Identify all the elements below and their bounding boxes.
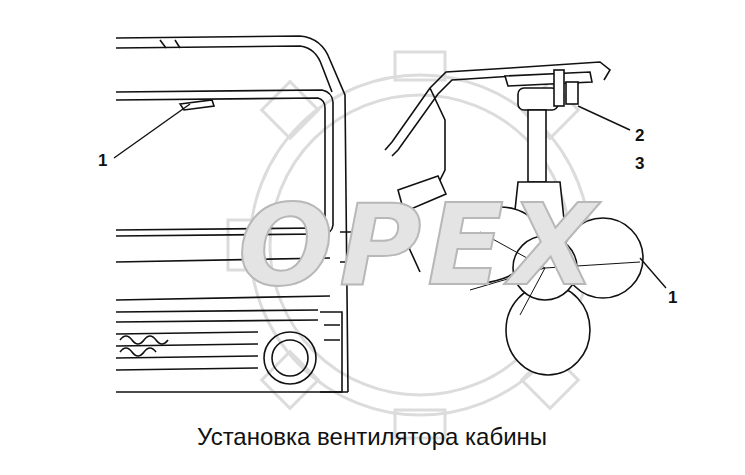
callout-number: 3 <box>635 155 644 172</box>
watermark-text: OPEX <box>238 189 602 301</box>
callout-number: 2 <box>635 127 644 144</box>
callout-number: 1 <box>98 152 107 169</box>
callout-number: 1 <box>668 289 677 306</box>
diagram-title: Установка вентилятора кабины <box>197 425 547 449</box>
watermark-gear <box>228 52 612 438</box>
